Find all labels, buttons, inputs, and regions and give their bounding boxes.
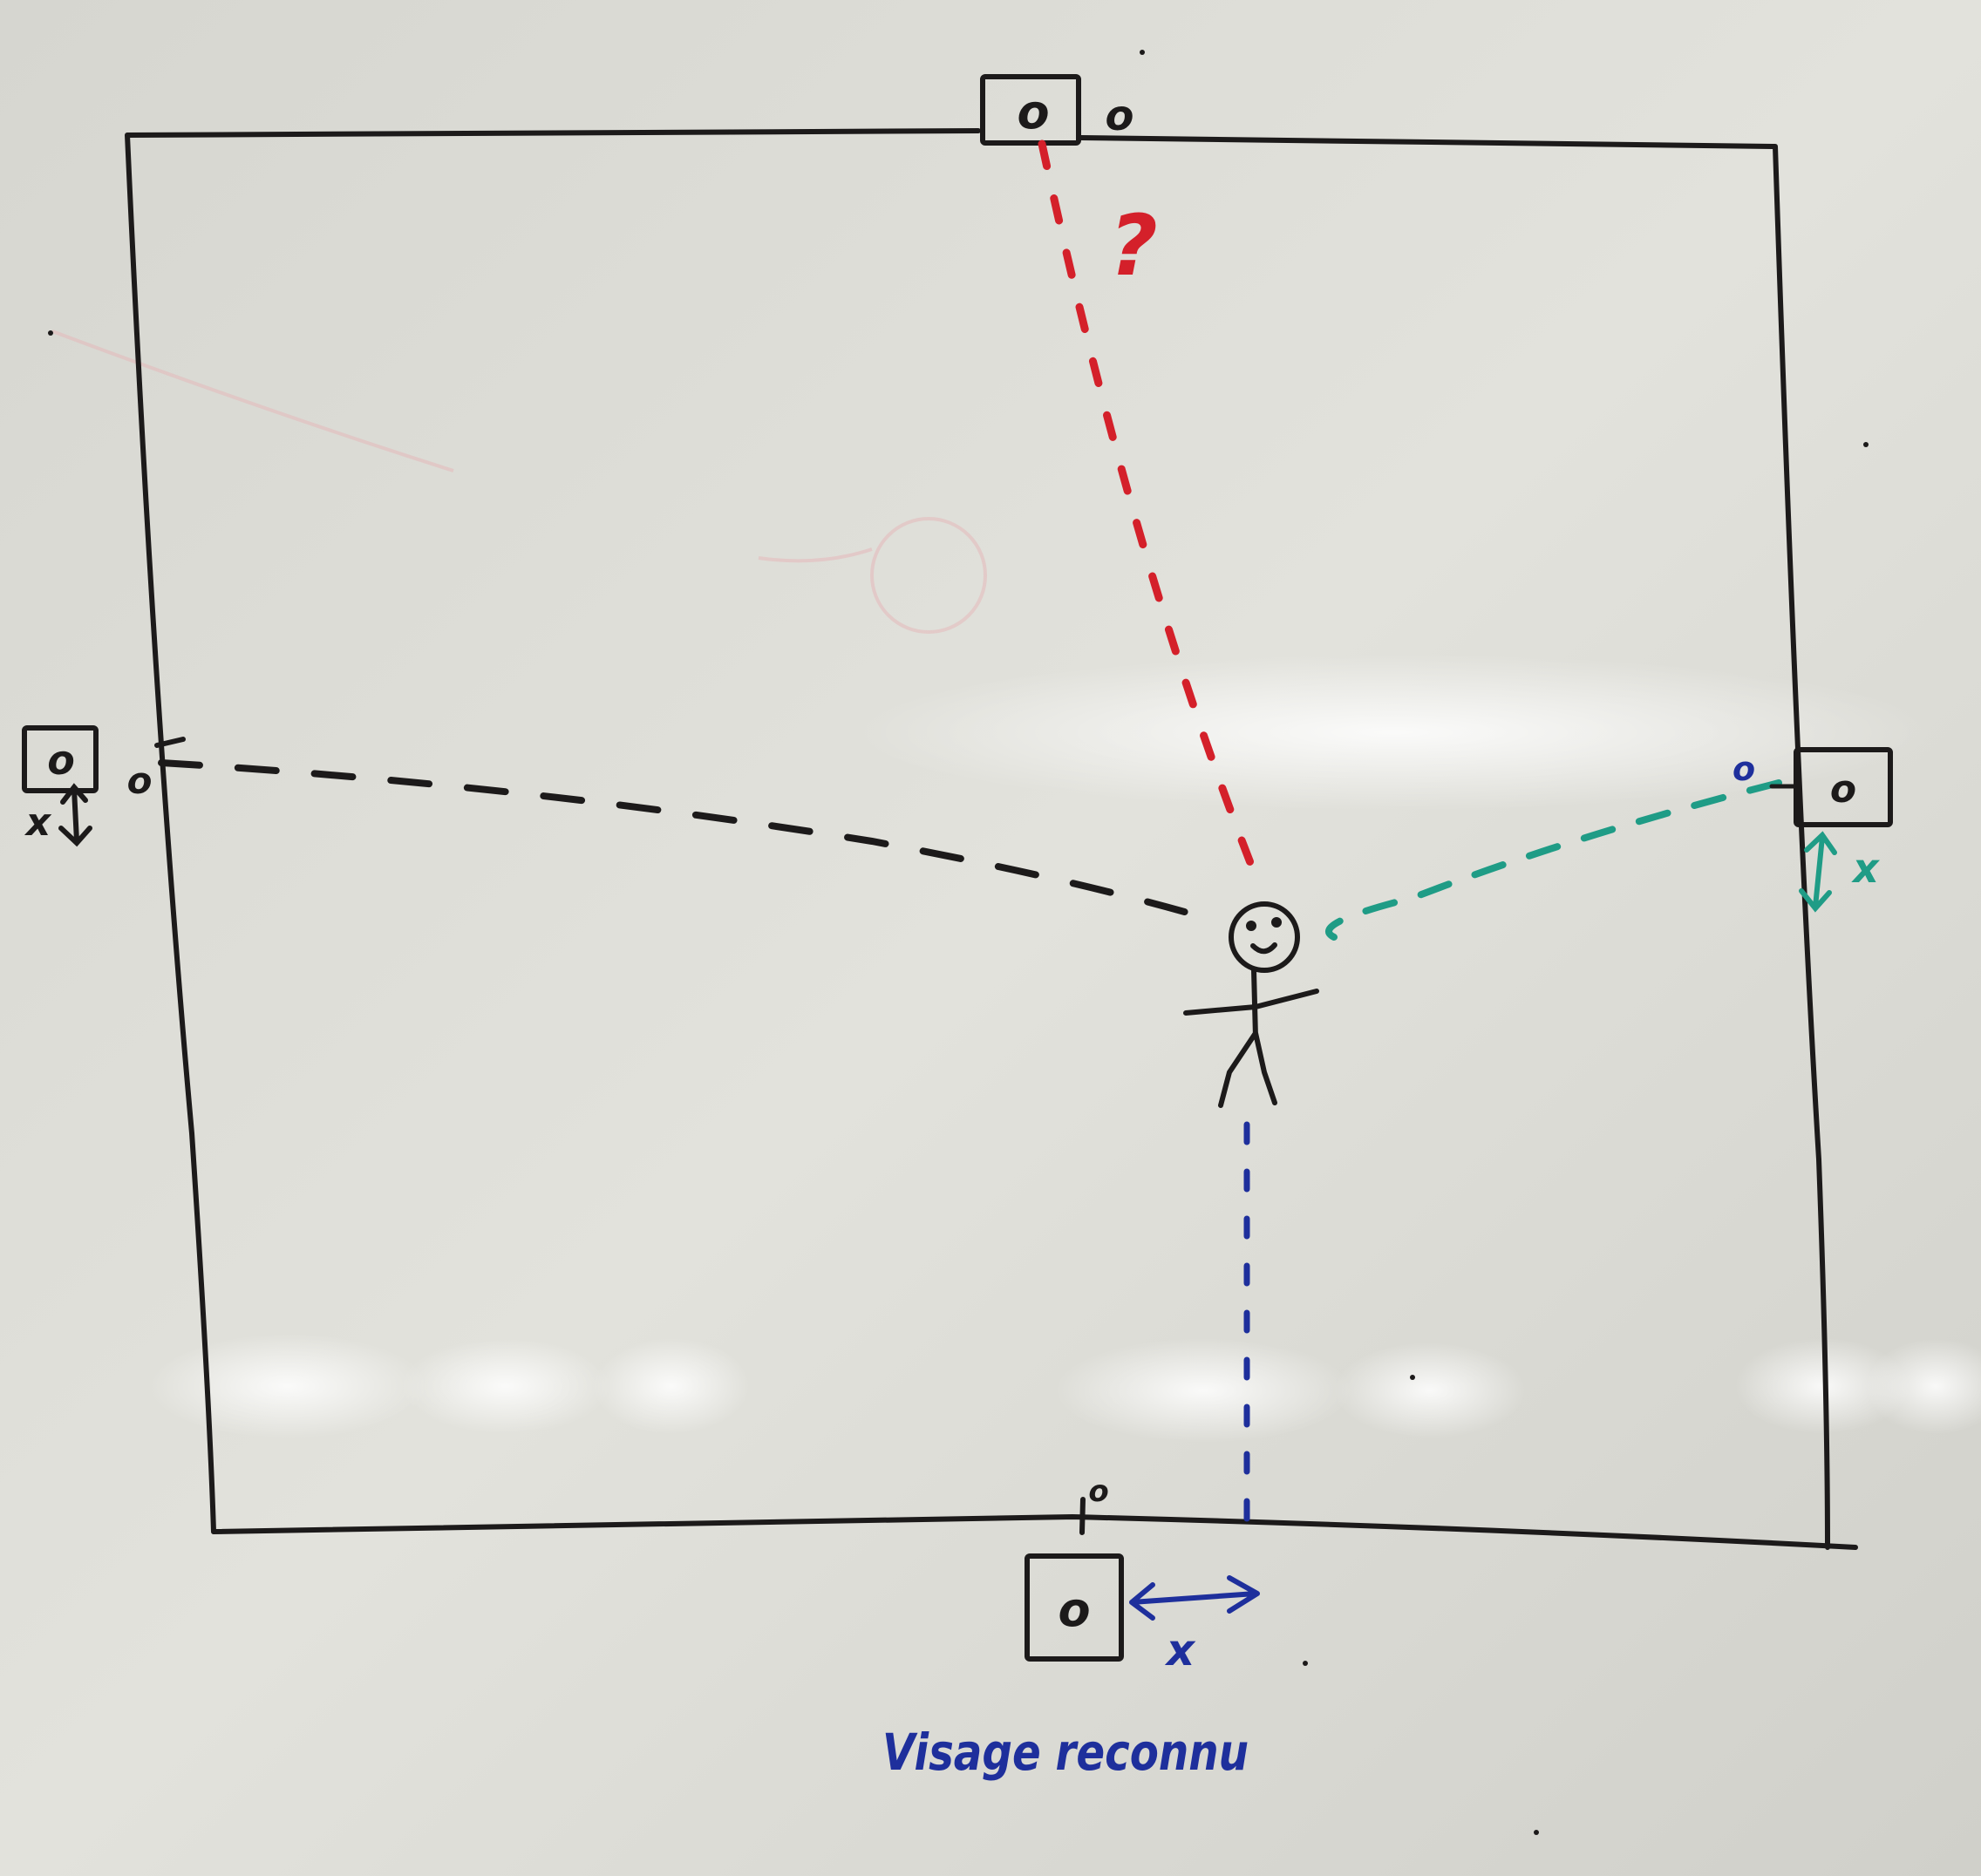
camera-right-led: o: [1733, 750, 1755, 788]
person-smile: [1250, 942, 1277, 955]
camera-top-led: o: [1106, 92, 1134, 140]
sightline-right-teal: [1325, 779, 1782, 941]
right-offset-label: x: [1851, 845, 1880, 892]
sightline-left-black: [158, 759, 1224, 926]
camera-left-mount: [154, 737, 186, 748]
camera-top: o o: [980, 74, 1134, 146]
camera-left: o o x: [22, 725, 153, 847]
double-arrow-icon: [1799, 831, 1837, 913]
camera-bottom: o o x: [1025, 1474, 1260, 1675]
camera-left-led: o: [127, 759, 153, 802]
camera-icon: [22, 725, 99, 793]
camera-top-lens: o: [1017, 85, 1049, 139]
camera-bottom-lens: o: [1058, 1582, 1090, 1637]
camera-bottom-mount: [1079, 1497, 1086, 1535]
double-arrow-icon: [58, 783, 92, 847]
person-head: [1229, 901, 1300, 973]
left-offset-label: x: [24, 800, 52, 845]
room-outline: [125, 128, 1858, 1550]
person-body: [1183, 968, 1319, 1108]
bottom-offset-label: x: [1164, 1625, 1196, 1675]
person-eye-left: [1246, 921, 1256, 931]
question-mark-label: ?: [1109, 197, 1158, 295]
double-arrow-icon: [1129, 1575, 1260, 1621]
camera-bottom-led: o: [1088, 1474, 1108, 1509]
erased-ghost-marks: [51, 330, 987, 634]
board-specks: [48, 50, 1869, 1835]
glare-reflections: [148, 654, 1981, 1443]
camera-right-lens: o: [1830, 767, 1856, 812]
person-eye-right: [1271, 917, 1282, 928]
stick-figure-icon: [1183, 901, 1319, 1108]
sightline-top-red: [1038, 139, 1260, 880]
camera-icon: [1025, 1553, 1124, 1662]
caption-recognized-face: Visage reconnu: [882, 1723, 1249, 1782]
camera-icon: [980, 74, 1081, 146]
camera-left-lens: o: [47, 737, 75, 784]
